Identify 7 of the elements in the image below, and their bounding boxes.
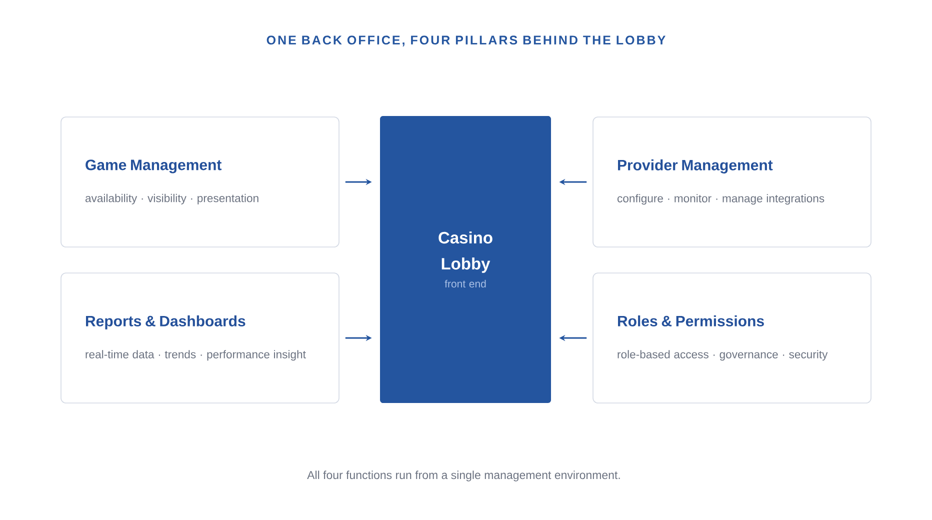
card: Provider Management configure · monitor · manage integrations [592,116,872,248]
card: Reports & Dashboards real-time data · trends · performance insight [60,272,340,404]
card: Roles & Permissions role-based access · governance · security [592,272,872,404]
hub-box: Casino Lobby front end [380,116,551,403]
card: Game Management availability · visibility · presentation [60,116,340,248]
caption: All four functions run from a single management environment. [307,470,620,482]
title: ONE BACK OFFICE, FOUR PILLARS BEHIND THE LOBBY [266,36,666,46]
